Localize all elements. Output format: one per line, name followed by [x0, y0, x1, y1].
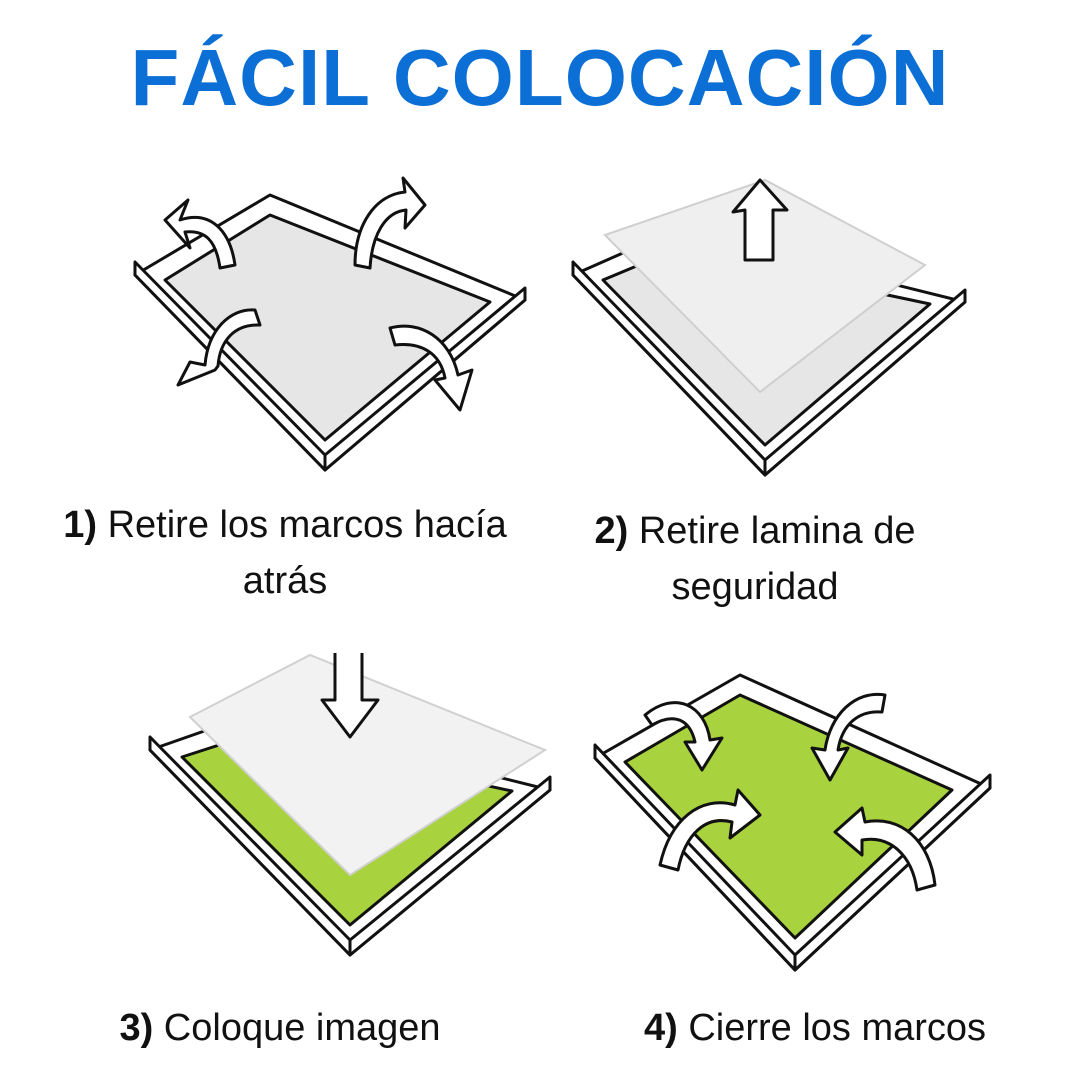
- step-2-caption: 2) Retire lamina de seguridad: [560, 503, 950, 615]
- page-title: FÁCIL COLOCACIÓN: [130, 33, 950, 122]
- step-4-number: 4): [643, 1007, 678, 1049]
- sheet-place-down-icon: [148, 653, 552, 957]
- step-1-text-line2: atrás: [242, 560, 328, 602]
- step-2-text-line1: Retire lamina de: [638, 510, 916, 552]
- step-2-text-line2: seguridad: [671, 566, 839, 608]
- step-3-caption: 3) Coloque imagen: [60, 1000, 500, 1056]
- step-1-caption: 1) Retire los marcos hacía atrás: [25, 497, 545, 609]
- step-1-text-line1: Retire los marcos hacía: [107, 504, 507, 546]
- sheet-lift-up-icon: [571, 178, 967, 477]
- step-2-number: 2): [594, 510, 629, 552]
- step-4-text-line1: Cierre los marcos: [688, 1007, 987, 1049]
- step-3-number: 3): [119, 1007, 154, 1049]
- frame-arrows-inward-icon: [593, 673, 992, 972]
- step-3-text-line1: Coloque imagen: [163, 1007, 441, 1049]
- step-4-caption: 4) Cierre los marcos: [590, 1000, 1040, 1056]
- step-1-number: 1): [63, 504, 98, 546]
- frame-arrows-outward-icon: [133, 176, 527, 472]
